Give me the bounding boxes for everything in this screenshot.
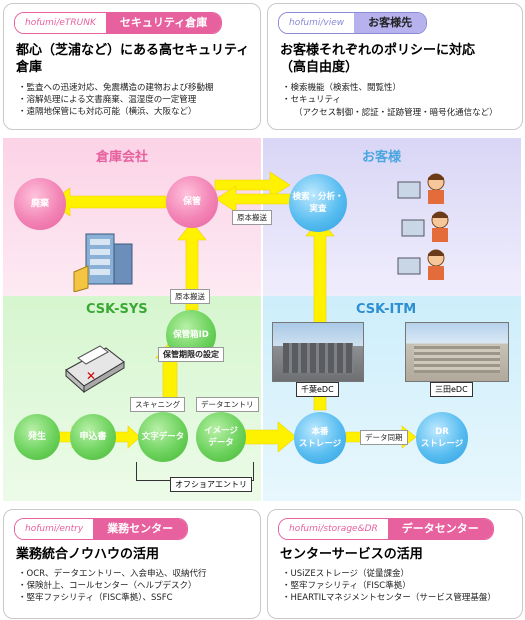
- view-bullet-1: 検索機能（検索性、閲覧性）: [282, 82, 402, 94]
- entry-bullet-3: 堅牢ファシリティ（FISC準拠）、SSFC: [18, 592, 206, 604]
- entry-prefix: hofumi/entry: [15, 519, 94, 539]
- storage-bullets: USiZEストレージ（従量課金） 堅牢ファシリティ（FISC準拠） HEARTI…: [282, 568, 496, 604]
- users-at-computers-icon: [397, 173, 449, 280]
- storage-bullet-2: 堅牢ファシリティ（FISC準拠）: [282, 580, 496, 592]
- label-scanning: スキャニング: [130, 397, 185, 412]
- entry-title: 業務統合ノウハウの活用: [16, 547, 160, 562]
- storage-prefix: hofumi/storage&DR: [279, 519, 388, 539]
- storage-tab: hofumi/storage&DR データセンター: [278, 518, 494, 540]
- entry-bullet-2: 保険計上、コールセンター（ヘルプデスク）: [18, 580, 206, 592]
- svg-text:✕: ✕: [86, 369, 96, 383]
- storage-label: データセンター: [387, 519, 493, 539]
- entry-tab: hofumi/entry 業務センター: [14, 518, 189, 540]
- etrunk-prefix: hofumi/eTRUNK: [15, 13, 106, 33]
- storage-card: hofumi/storage&DR データセンター センターサービスの活用 US…: [267, 509, 523, 619]
- scanner-icon: ✕: [65, 345, 125, 394]
- csk-itm-title: CSK-ITM: [356, 302, 417, 317]
- node-bunsho: 文字データ: [138, 412, 188, 462]
- etrunk-tab: hofumi/eTRUNK セキュリティ倉庫: [14, 12, 223, 34]
- label-genpon-h: 原本搬送: [232, 210, 272, 225]
- mita-edc-photo: [405, 322, 509, 382]
- node-haiki: 廃棄: [14, 178, 66, 230]
- etrunk-title-line2: 倉庫: [16, 60, 43, 75]
- etrunk-bullet-2: 溶解処理による文書廃棄、温湿度の一定管理: [18, 94, 214, 106]
- storage-bullet-3: HEARTILマネジメントセンター（サービス管理基盤）: [282, 592, 496, 604]
- view-prefix: hofumi/view: [279, 13, 355, 33]
- label-data-entry: データエントリ: [196, 397, 259, 412]
- view-bullets: 検索機能（検索性、閲覧性） セキュリティ: [282, 82, 402, 106]
- node-kensaku: 検索・分析・ 実査: [289, 174, 347, 232]
- storage-bullet-1: USiZEストレージ（従量課金）: [282, 568, 496, 580]
- server-rack-icon: [73, 233, 133, 292]
- csk-sys-title: CSK-SYS: [86, 302, 148, 317]
- etrunk-bullet-3: 遠隔地保管にも対応可能（横浜、大阪など）: [18, 106, 214, 118]
- label-mita: 三田eDC: [430, 382, 473, 397]
- storage-title: センターサービスの活用: [280, 547, 423, 562]
- view-title-line1: お客様それぞれのポリシーに対応: [280, 43, 476, 58]
- arrow-kensaku-to-hokan: [215, 185, 291, 213]
- chiba-edc-photo: [272, 322, 364, 382]
- view-bullet-2: セキュリティ: [282, 94, 401, 106]
- etrunk-label: セキュリティ倉庫: [105, 13, 222, 33]
- label-genpon-v: 原本搬送: [170, 289, 210, 304]
- label-data-sync: データ同期: [360, 430, 408, 445]
- entry-label: 業務センター: [93, 519, 188, 539]
- view-title: お客様それぞれのポリシーに対応 （高自由度）: [280, 42, 475, 76]
- arrow-hokan-to-kensaku: [214, 171, 291, 199]
- node-moushikomi: 申込書: [70, 414, 116, 460]
- entry-bullets: OCR、データエントリー、入会申込、収納代行 保険計上、コールセンター（ヘルプデ…: [18, 568, 207, 604]
- view-bullet-sub: （アクセス制御・認証・証跡管理・暗号化通信など）: [294, 108, 498, 118]
- node-image: イメージ データ: [196, 412, 246, 462]
- arrow-moushikomi-to-bunsho: [113, 425, 141, 449]
- label-kigen: 保管期限の設定: [158, 347, 224, 362]
- label-chiba: 千葉eDC: [296, 382, 339, 397]
- label-offshore: オフショアエントリ: [170, 477, 252, 492]
- etrunk-bullet-1: 監査への迅速対応、免震構造の建物および移動棚: [18, 82, 214, 94]
- view-tab: hofumi/view お客様先: [278, 12, 428, 34]
- node-honban: 本番 ストレージ: [294, 412, 346, 464]
- customer-title: お客様: [362, 150, 402, 165]
- etrunk-title: 都心（芝浦など）にある高セキュリティ 倉庫: [16, 42, 249, 76]
- arrow-image-to-honban: [243, 421, 297, 453]
- entry-card: hofumi/entry 業務センター 業務統合ノウハウの活用 OCR、データエ…: [3, 509, 261, 619]
- etrunk-card: hofumi/eTRUNK セキュリティ倉庫 都心（芝浦など）にある高セキュリテ…: [3, 3, 261, 130]
- etrunk-title-line1: 都心（芝浦など）にある高セキュリティ: [16, 43, 250, 58]
- arrow-hokan-to-haiki: [49, 187, 167, 217]
- view-title-line2: （高自由度）: [280, 60, 359, 75]
- warehouse-title: 倉庫会社: [96, 150, 149, 165]
- etrunk-bullets: 監査への迅速対応、免震構造の建物および移動棚 溶解処理による文書廃棄、温湿度の一…: [18, 82, 214, 118]
- entry-bullet-1: OCR、データエントリー、入会申込、収納代行: [18, 568, 207, 580]
- view-label: お客様先: [354, 13, 427, 33]
- node-hassei: 発生: [14, 414, 60, 460]
- view-card: hofumi/view お客様先 お客様それぞれのポリシーに対応 （高自由度） …: [267, 3, 523, 130]
- node-dr: DR ストレージ: [416, 412, 468, 464]
- node-hokan: 保管: [166, 176, 218, 228]
